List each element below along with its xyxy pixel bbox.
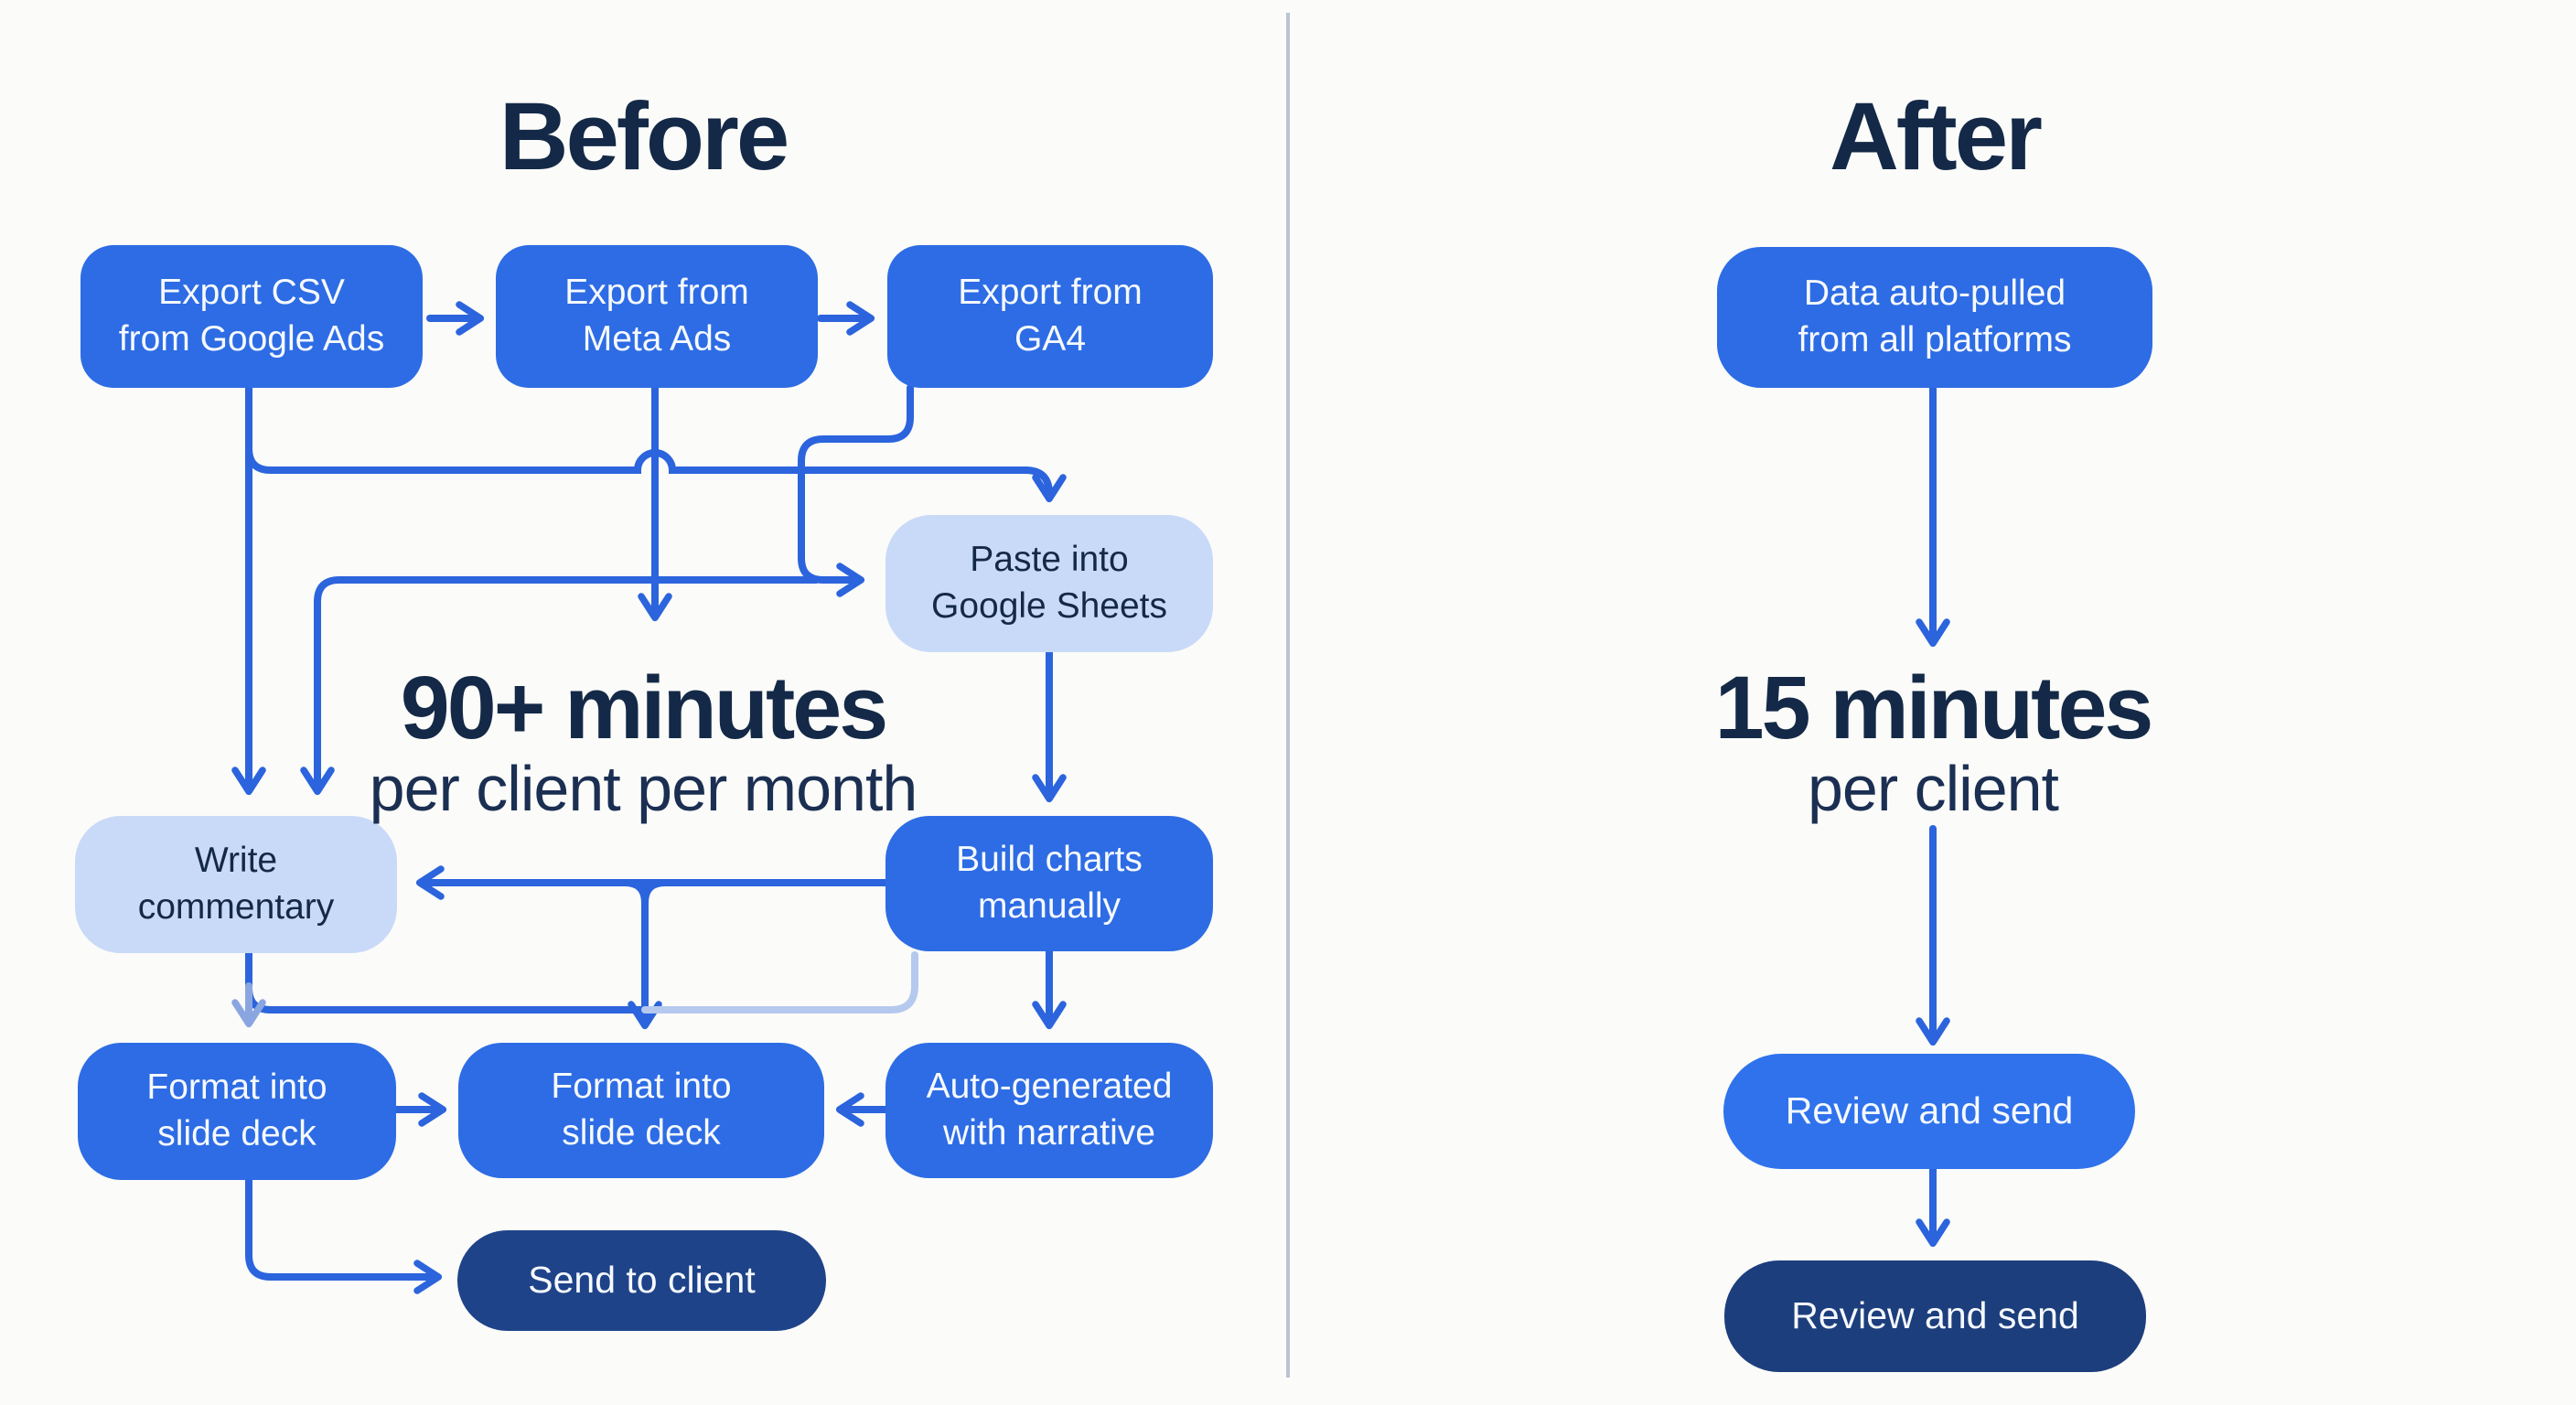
node-format-deck-left: Format into slide deck <box>78 1043 396 1180</box>
node-send-to-client: Send to client <box>457 1230 826 1331</box>
node-review-and-send-2: Review and send <box>1724 1260 2146 1372</box>
node-export-ga4: Export from GA4 <box>887 245 1213 388</box>
node-paste-google-sheets: Paste into Google Sheets <box>886 515 1213 652</box>
arrow-ga4-to-paste-left <box>798 384 914 597</box>
node-export-google-ads: Export CSV from Google Ads <box>80 245 423 388</box>
after-stat-headline: 15 minutes <box>1714 658 2154 757</box>
after-title: After <box>1829 83 2043 190</box>
after-stat-subline: per client <box>1807 753 2059 824</box>
elbow-write-bottom <box>245 949 649 1014</box>
arrow-format-to-send <box>245 1176 443 1294</box>
before-stat-subline: per client per month <box>369 753 918 824</box>
before-title: Before <box>499 83 790 190</box>
node-auto-generated: Auto-generated with narrative <box>886 1043 1213 1178</box>
node-review-and-send-1: Review and send <box>1723 1054 2135 1169</box>
arrow-branch-to-paste-top <box>245 445 1067 503</box>
node-build-charts: Build charts manually <box>886 816 1213 951</box>
before-stat-headline: 90+ minutes <box>400 658 888 757</box>
node-write-commentary: Write commentary <box>75 816 397 953</box>
node-export-meta-ads: Export from Meta Ads <box>496 245 818 388</box>
arrow-split-to-write-top <box>300 576 820 796</box>
elbow-light-to-build-bottom <box>641 951 918 1014</box>
node-data-auto-pulled: Data auto-pulled from all platforms <box>1717 247 2152 388</box>
node-format-deck-mid: Format into slide deck <box>458 1043 824 1178</box>
column-divider <box>1286 13 1290 1378</box>
